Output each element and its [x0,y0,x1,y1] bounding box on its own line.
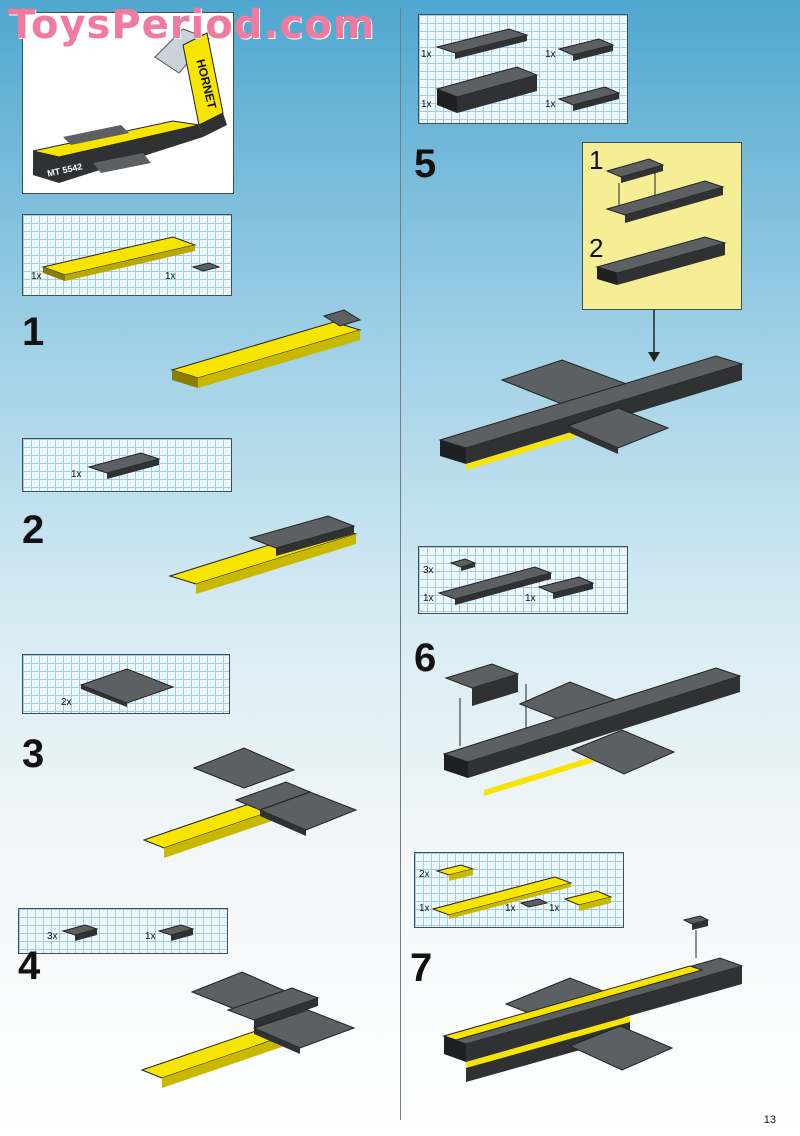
step-5-assembly [438,310,744,470]
gray-small-plates-part [61,924,195,941]
column-divider [400,8,401,1120]
step-1-assembly [170,309,362,388]
parts-panel-step-1: 1x 1x [22,214,232,296]
step-number: 2 [22,508,45,552]
gray-bricks-parts [435,28,621,113]
part-qty: 1x [419,903,430,914]
step-3-assembly [142,747,358,858]
part-qty: 1x [505,903,516,914]
part-qty: 3x [423,565,434,576]
step-6-assembly [442,663,742,796]
sub-assembly-callout: 1 2 [582,142,742,310]
substep-number: 1 [589,145,604,175]
parts-panel-step-2: 1x [22,438,232,492]
step-7-assembly [442,915,744,1082]
part-qty: 3x [47,931,58,942]
completed-model-panel: HORNET MT 5542 [22,12,234,194]
part-qty: 1x [421,49,432,60]
part-qty: 1x [71,469,82,480]
watermark: ToysPeriod.com [8,2,376,48]
gray-wing-plate-part [79,668,175,707]
parts-panel-step-3: 2x [22,654,230,714]
parts-panel-step-5: 1x 1x 1x 1x [418,14,628,124]
gray-plate-part [87,452,161,479]
step-number: 7 [410,946,433,990]
step-number: 5 [414,142,437,186]
part-qty: 2x [419,869,430,880]
part-qty: 1x [423,593,434,604]
part-qty: 1x [545,99,556,110]
helicopter-tail-illustration [32,28,227,183]
parts-panel-step-6: 3x 1x 1x [418,546,628,614]
yellow-and-gray-parts [431,864,613,919]
parts-panel-step-4: 3x 1x [18,908,228,954]
page-number: 13 [763,1114,776,1126]
step-4-assembly [140,971,356,1088]
part-qty: 1x [31,271,42,282]
part-qty: 1x [165,271,176,282]
step-number: 3 [22,732,45,776]
part-qty: 1x [421,99,432,110]
part-qty: 2x [61,697,72,708]
step-number: 6 [414,636,437,680]
step-number: 4 [18,944,41,988]
parts-panel-step-7: 2x 1x 1x 1x [414,852,624,928]
part-qty: 1x [545,49,556,60]
sub-assembly-bricks [595,158,727,285]
yellow-plate-part [41,236,221,281]
step-number: 1 [22,310,45,354]
part-qty: 1x [145,931,156,942]
substep-number: 2 [589,233,604,263]
step-2-assembly [168,515,358,594]
gray-plates-parts [437,558,595,605]
part-qty: 1x [525,593,536,604]
part-qty: 1x [549,903,560,914]
